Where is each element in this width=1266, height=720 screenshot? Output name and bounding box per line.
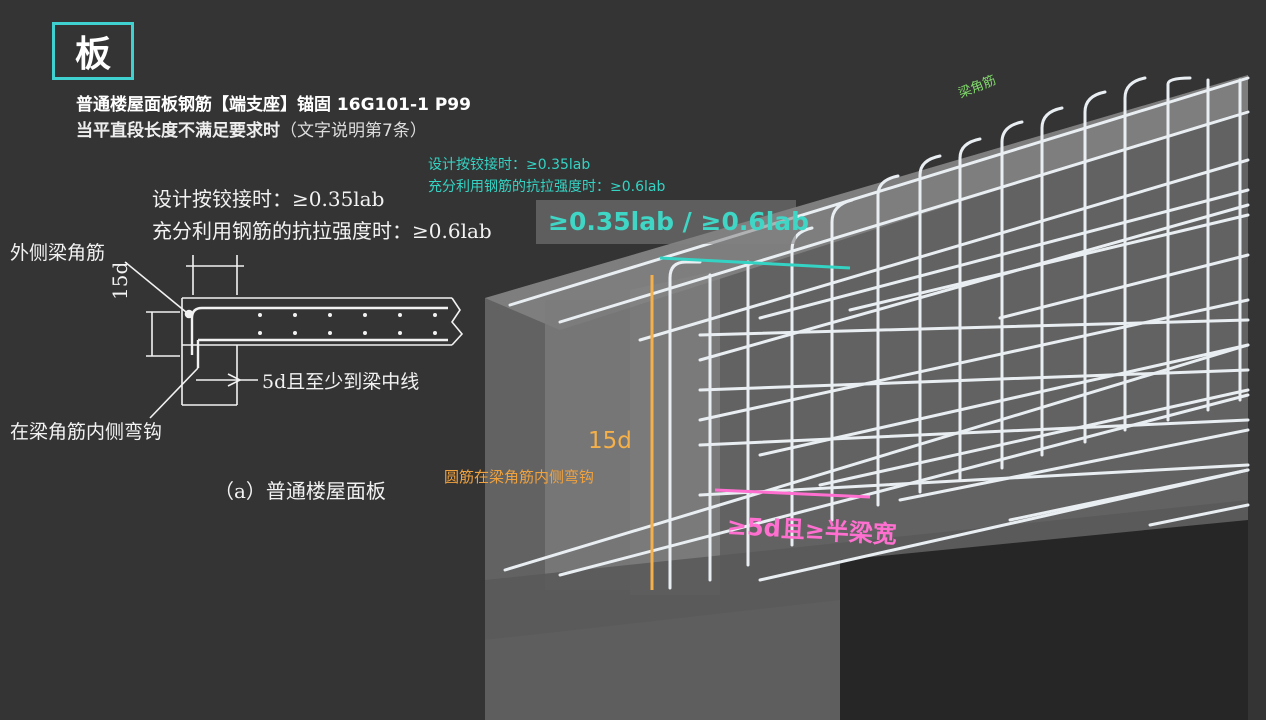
big-anchor-label: ≥0.35lab / ≥0.6lab [548,207,810,236]
hook-note-label: 圆筋在梁角筋内侧弯钩 [444,468,595,486]
rebar-mesh [503,76,1250,590]
detail-caption: （a）普通楼屋面板 [214,479,386,503]
detail-drawing [124,255,464,419]
vertical-15d-label: 15d [588,428,632,454]
detail-15d-label: 15d [108,261,132,300]
detail-5d-label: 5d且至少到梁中线 [262,371,420,393]
outer-corner-bar-label: 外侧梁角筋 [10,242,106,264]
big-label-box [536,200,796,244]
detail-line1: 设计按铰接时：≥0.35lab [152,187,385,211]
heading-line2: 当平直段长度不满足要求时（文字说明第7条） [76,116,427,141]
heading-line2-main: 当平直段长度不满足要求时 [76,121,280,141]
detail-line2: 充分利用钢筋的抗拉强度时：≥0.6lab [152,219,492,243]
render-cyan-line2: 充分利用钢筋的抗拉强度时：≥0.6lab [428,179,666,195]
heading-line1: 普通楼屋面板钢筋【端支座】锚固 16G101-1 P99 [76,95,471,115]
render-cyan-line1: 设计按铰接时：≥0.35lab [428,157,591,173]
section-tag-text: 板 [74,34,111,75]
heading-line2-paren: （文字说明第7条） [280,121,427,141]
bottom-dim-line [714,488,871,499]
section-tag: 板 [52,22,134,80]
horizontal-dim-line [659,256,851,270]
concrete-beam-3d [485,75,1248,720]
inner-hook-label: 在梁角筋内侧弯钩 [10,421,163,443]
